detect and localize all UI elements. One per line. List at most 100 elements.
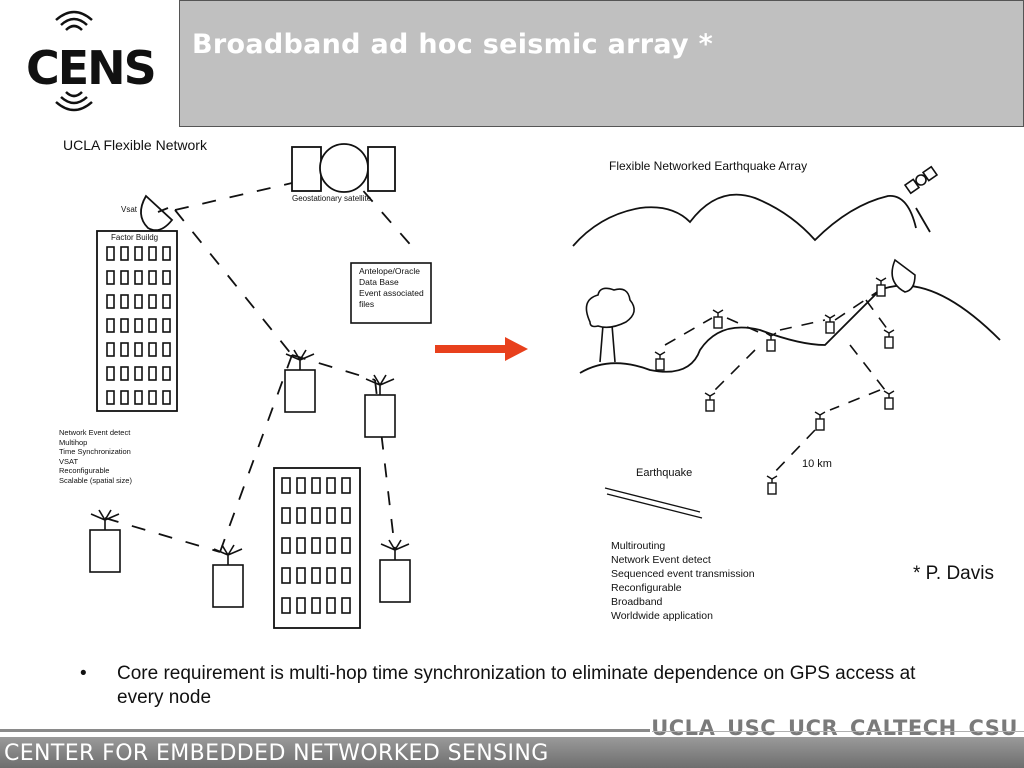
window: [311, 597, 321, 614]
window: [281, 567, 291, 584]
window: [341, 567, 351, 584]
window: [148, 294, 157, 309]
bullet-item: • Core requirement is multi-hop time syn…: [80, 662, 960, 710]
window: [134, 294, 143, 309]
window: [162, 390, 171, 405]
geostationary-satellite-icon: [291, 143, 396, 193]
satellite-label: Geostationary satellite: [292, 194, 372, 203]
feature-item: Network Event detect: [59, 428, 131, 437]
window: [148, 342, 157, 357]
window: [120, 390, 129, 405]
feature-item: Broadband: [611, 596, 663, 608]
window: [106, 318, 115, 333]
footer-center-name: CENTER FOR EMBEDDED NETWORKED SENSING: [4, 741, 549, 766]
left-feature-list: Network Event detect Multihop Time Synch…: [59, 428, 133, 485]
footer-bar: [0, 737, 1024, 768]
slide-title: Broadband ad hoc seismic array *: [192, 29, 714, 60]
feature-item: Time Synchronization: [59, 447, 131, 456]
feature-item: Scalable (spatial size): [59, 476, 132, 485]
window: [296, 507, 306, 524]
window: [120, 366, 129, 381]
footer-divider: [0, 729, 650, 732]
window: [106, 366, 115, 381]
tree-icon: [585, 287, 635, 363]
window: [106, 270, 115, 285]
window: [162, 318, 171, 333]
window: [341, 537, 351, 554]
window: [341, 507, 351, 524]
window: [134, 246, 143, 261]
window: [134, 342, 143, 357]
window: [148, 318, 157, 333]
window: [134, 366, 143, 381]
window: [106, 342, 115, 357]
sensor-icon: [875, 277, 887, 297]
satellite-icon: [903, 165, 939, 195]
dish-antenna-icon: [891, 258, 916, 293]
sensor-node-icon: [364, 374, 396, 438]
window: [106, 294, 115, 309]
window: [311, 507, 321, 524]
window: [311, 537, 321, 554]
left-diagram-title: UCLA Flexible Network: [63, 137, 208, 153]
window: [326, 507, 336, 524]
window: [120, 342, 129, 357]
feature-item: Multihop: [59, 438, 87, 447]
window: [326, 537, 336, 554]
sensor-icon: [712, 309, 724, 329]
window: [120, 294, 129, 309]
database-box: Antelope/Oracle Data Base Event associat…: [350, 262, 432, 324]
window: [134, 318, 143, 333]
factor-building-icon: Factor Buildg: [96, 230, 178, 412]
hill-line: [579, 284, 1001, 374]
window: [162, 294, 171, 309]
bullet-text: Core requirement is multi-hop time synch…: [117, 663, 916, 708]
bullet-list: • Core requirement is multi-hop time syn…: [80, 662, 960, 710]
feature-item: Sequenced event transmission: [611, 568, 755, 580]
feature-item: Worldwide application: [611, 610, 713, 622]
window: [281, 507, 291, 524]
window: [311, 477, 321, 494]
window: [341, 597, 351, 614]
scale-label: 10 km: [802, 458, 832, 470]
window: [120, 270, 129, 285]
window: [162, 270, 171, 285]
db-line: files: [359, 299, 374, 309]
window: [281, 477, 291, 494]
logo-text: CENS: [26, 41, 155, 95]
window: [296, 537, 306, 554]
feature-item: Reconfigurable: [59, 466, 109, 475]
window: [148, 246, 157, 261]
sensor-node-icon: [379, 539, 411, 603]
dashed-links-left: [104, 169, 416, 553]
window: [281, 597, 291, 614]
earthquake-wave-icon: [604, 487, 703, 519]
transition-arrow-icon: [435, 337, 528, 361]
sensor-icon: [814, 411, 826, 431]
sensor-icon: [883, 329, 895, 349]
window: [326, 567, 336, 584]
window: [281, 537, 291, 554]
window: [148, 270, 157, 285]
right-feature-list: Multirouting Network Event detect Sequen…: [611, 540, 758, 622]
svg-text:Antelope/Oracle Data Bas: Antelope/Oracle Data Base Event associat…: [359, 266, 426, 309]
db-line: Event associated: [359, 288, 424, 298]
mountain-range: [572, 193, 931, 247]
right-diagram-title: Flexible Networked Earthquake Array: [609, 159, 807, 173]
window: [106, 246, 115, 261]
feature-item: Reconfigurable: [611, 582, 682, 594]
sensor-node-icon: [212, 544, 244, 608]
window: [296, 597, 306, 614]
earthquake-label: Earthquake: [636, 467, 692, 479]
bullet-marker: •: [80, 663, 87, 684]
sensor-icon: [766, 475, 778, 495]
sensor-icon: [824, 314, 836, 334]
feature-item: VSAT: [59, 457, 78, 466]
vsat-label: Vsat: [121, 205, 138, 214]
window: [120, 246, 129, 261]
credit-note: * P. Davis: [913, 563, 994, 584]
footer-divider: [652, 731, 1024, 732]
seismic-network-diagram: UCLA Flexible Network Geostationary sate…: [59, 137, 1001, 629]
window: [148, 366, 157, 381]
window: [311, 567, 321, 584]
